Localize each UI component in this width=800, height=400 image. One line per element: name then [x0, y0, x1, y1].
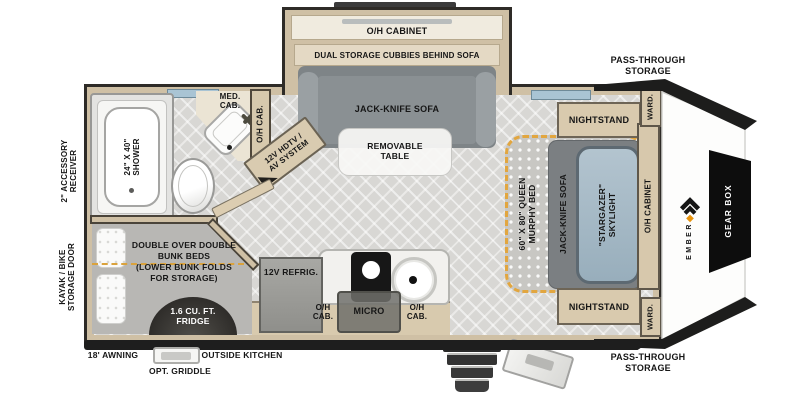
front-cap-top-band — [594, 79, 757, 130]
gear-box-shape — [709, 150, 751, 273]
sink-drain — [227, 145, 232, 150]
pass-through-top-label: PASS-THROUGH STORAGE — [610, 55, 686, 76]
bath-oh-cab-label: O/H CAB. — [255, 105, 265, 143]
dual-storage-cubbies-label: DUAL STORAGE CUBBIES BEHIND SOFA — [314, 51, 480, 60]
bedroom-window — [531, 90, 591, 100]
opt-griddle-label: OPT. GRIDDLE — [149, 366, 211, 376]
pass-through-bottom-label: PASS-THROUGH STORAGE — [610, 352, 686, 373]
bunk-beds-label: DOUBLE OVER DOUBLE BUNK BEDS (LOWER BUNK… — [131, 240, 237, 284]
awning-bar — [84, 340, 646, 350]
bunk-pillow-top — [96, 228, 126, 268]
shower-drain — [129, 188, 134, 193]
entry-door-window — [524, 353, 555, 372]
removable-table — [338, 128, 452, 176]
dual-storage-cubbies: DUAL STORAGE CUBBIES BEHIND SOFA — [294, 44, 500, 66]
awning-label: 18' AWNING — [87, 350, 139, 360]
ember-logo-icon — [679, 197, 701, 223]
microwave — [337, 291, 401, 333]
ember-logo-text: EMBER — [685, 222, 693, 260]
bunk-pillow-bottom — [96, 274, 126, 324]
slideout-oh-cabinet-label: O/H CABINET — [366, 26, 428, 36]
refrigerator — [259, 257, 323, 333]
griddle — [153, 347, 200, 364]
med-cab-label: MED. CAB. — [219, 92, 241, 111]
nightstand-top — [557, 102, 641, 138]
front-cap — [594, 79, 757, 349]
slideout-cabinet-accent — [342, 19, 452, 24]
refrigerator-label: 12V REFRIG. — [263, 267, 319, 277]
removable-table-label: REMOVABLE TABLE — [367, 141, 423, 162]
slideout-awning-topper — [334, 2, 456, 9]
bunk-fold-line — [92, 263, 244, 265]
jack-knife-sofa-label: JACK-KNIFE SOFA — [354, 104, 440, 114]
bathroom-wall — [90, 215, 218, 224]
bed-sofa-label: JACK-KNIFE SOFA — [558, 174, 569, 254]
kayak-door-label: KAYAK / BIKE STORAGE DOOR — [57, 242, 76, 312]
entry-step-3 — [451, 366, 493, 378]
gear-box-label: GEAR BOX — [723, 184, 734, 238]
nightstand-bottom — [557, 288, 641, 325]
stove-burner — [362, 261, 380, 279]
entry-step-2 — [447, 353, 497, 365]
wardrobe-bottom — [640, 297, 662, 337]
shower-label: 24" X 40" SHOWER — [122, 138, 141, 176]
sofa-right-armrest — [475, 72, 496, 147]
accessory-receiver-label: 2" ACCESSORY RECEIVER — [59, 139, 78, 203]
microwave-label: MICRO — [353, 306, 385, 316]
slideout-oh-cabinet: O/H CABINET — [291, 15, 503, 40]
nightstand-bottom-label: NIGHTSTAND — [568, 302, 630, 312]
outside-kitchen-label: OUTSIDE KITCHEN — [201, 350, 283, 360]
toilet-seat — [178, 165, 208, 207]
griddle-plate — [161, 352, 191, 360]
nightstand-top-label: NIGHTSTAND — [568, 115, 630, 125]
bunk-fridge-label: 1.6 CU. FT. FRIDGE — [170, 306, 216, 327]
entry-step-4 — [455, 379, 489, 392]
kitchen-oh-cab-left-label: O/H CAB. — [312, 303, 334, 322]
murphy-bed-label: 60" X 80" QUEEN MURPHY BED — [517, 177, 537, 251]
kitchen-sink-faucet — [409, 276, 417, 284]
kitchen-oh-cab-right-label: O/H CAB. — [406, 303, 428, 322]
